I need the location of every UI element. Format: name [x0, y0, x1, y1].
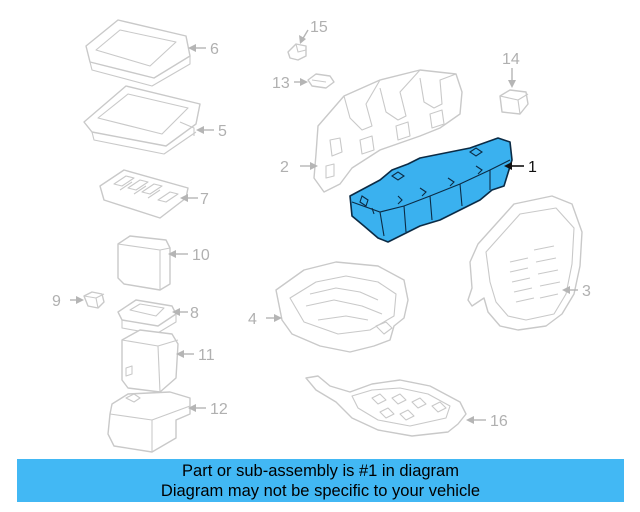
- callout-6: 6: [210, 41, 219, 58]
- part-7-fuse-block: [99, 169, 189, 219]
- leader-lines: [70, 29, 578, 424]
- callout-13: 13: [272, 75, 290, 92]
- callout-11: 11: [198, 347, 215, 364]
- part-3-cover: [467, 195, 583, 331]
- part-5-tray: [83, 85, 201, 155]
- banner-line-1: Part or sub-assembly is #1 in diagram: [182, 462, 459, 480]
- part-11-relay: [121, 329, 179, 393]
- part-9-cube: [83, 291, 105, 309]
- callout-4: 4: [248, 311, 257, 328]
- part-6-cover: [85, 19, 191, 87]
- callout-12: 12: [210, 401, 228, 418]
- banner-line-2: Diagram may not be specific to your vehi…: [160, 482, 481, 500]
- callout-labels: 1 2 3 4 5 6 7 8 9 10 11 12 13 14 15 16: [52, 19, 591, 430]
- part-14-cube: [499, 89, 529, 115]
- part-13-clip: [307, 73, 335, 89]
- part-12-connector: [107, 391, 191, 453]
- info-banner: Part or sub-assembly is #1 in diagram Di…: [17, 459, 624, 502]
- callout-5: 5: [218, 123, 227, 140]
- callout-16: 16: [490, 413, 508, 430]
- part-10-relay: [117, 235, 171, 291]
- callout-3: 3: [582, 283, 591, 300]
- part-2-bracket: [313, 69, 463, 193]
- callout-14: 14: [502, 51, 520, 68]
- callout-10: 10: [192, 247, 210, 264]
- part-16-connector: [305, 375, 467, 437]
- callout-7: 7: [200, 191, 209, 208]
- callout-8: 8: [190, 305, 199, 322]
- part-15-clip: [287, 43, 307, 61]
- part-4-fuse-box: [275, 261, 409, 353]
- part-1-highlighted: [349, 137, 513, 243]
- part-8-holder: [117, 299, 177, 335]
- callout-2: 2: [280, 159, 289, 176]
- callout-1: 1: [528, 159, 537, 176]
- callout-9: 9: [52, 293, 61, 310]
- callout-15: 15: [310, 19, 328, 36]
